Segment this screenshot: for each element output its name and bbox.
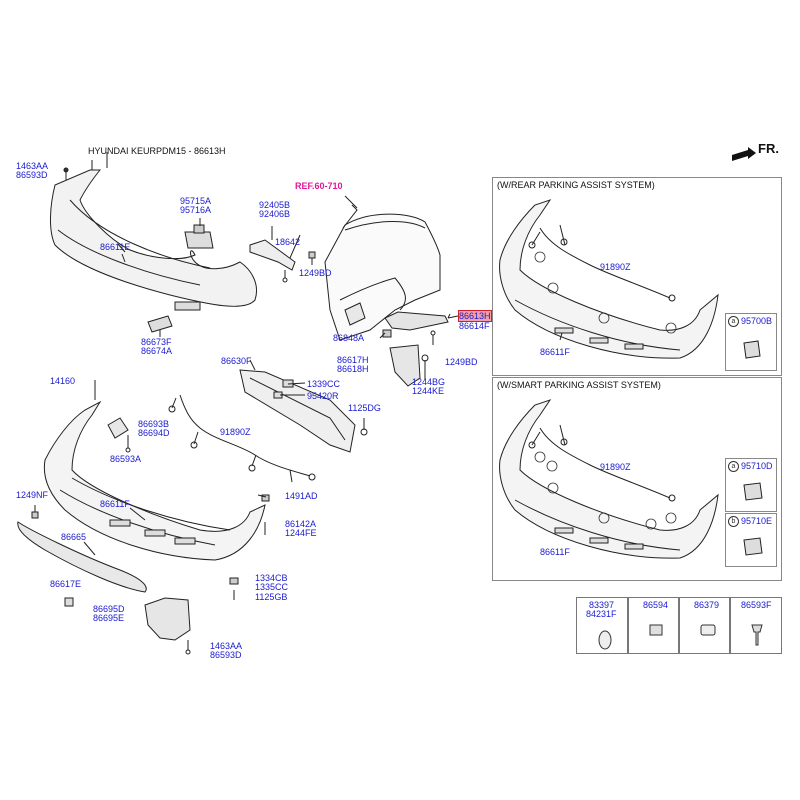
part-label-95420r[interactable]: 95420R — [307, 391, 339, 401]
part-label-86611f[interactable]: 86611F — [100, 499, 130, 509]
legend-part-86593f[interactable]: 86593F — [741, 600, 772, 610]
part-label-86613h-highlighted[interactable]: 86613H — [458, 310, 492, 322]
part-label-1463aa-bottom[interactable]: 1463AA — [210, 641, 243, 651]
front-direction-label: FR. — [758, 141, 779, 156]
part-label-1244ke[interactable]: 1244KE — [412, 386, 445, 396]
panel-rear-bumper-label[interactable]: 86611F — [540, 347, 570, 357]
part-label-92406b[interactable]: 92406B — [259, 209, 291, 219]
part-label-14160[interactable]: 14160 — [50, 376, 76, 386]
part-label-86142a[interactable]: 86142A — [285, 519, 317, 529]
part-label-86593d-bottom[interactable]: 86593D — [210, 650, 242, 660]
part-label-1249bd-a[interactable]: 1249BD — [299, 268, 332, 278]
sensor-marker-b: b — [728, 516, 739, 528]
legend-cell-4 — [729, 597, 782, 654]
harness-91890z — [179, 394, 311, 477]
part-label-86674a[interactable]: 86674A — [141, 346, 173, 356]
panel-smart-sensor-b-part: 95710E — [741, 516, 773, 526]
part-label-1334cb[interactable]: 1334CB — [255, 573, 288, 583]
part-label-1335cc[interactable]: 1335CC — [255, 582, 289, 592]
part-label-1339cc[interactable]: 1339CC — [307, 379, 341, 389]
part-label-86695e[interactable]: 86695E — [93, 613, 125, 623]
part-label-86593d-top[interactable]: 86593D — [16, 170, 48, 180]
panel-smart-parking-title: (W/SMART PARKING ASSIST SYSTEM) — [497, 380, 661, 390]
part-label-1125gb[interactable]: 1125GB — [255, 592, 288, 602]
reflector-86673f — [174, 301, 201, 311]
skid-plate-86665 — [17, 521, 147, 593]
front-arrow-icon — [732, 147, 756, 161]
part-label-86695d[interactable]: 86695D — [93, 604, 125, 614]
part-label-18642[interactable]: 18642 — [275, 237, 301, 247]
bracket-18642 — [249, 239, 296, 271]
panel-rear-sensor-part: 95700B — [741, 316, 773, 326]
part-label-86611e[interactable]: 86611E — [100, 242, 131, 252]
part-label-86665[interactable]: 86665 — [61, 532, 87, 542]
part-label-86630f[interactable]: 86630F — [221, 356, 252, 366]
sensor-marker-a: a — [728, 461, 739, 473]
sensor-marker-a: a — [728, 316, 739, 328]
part-label-86614f[interactable]: 86614F — [459, 321, 490, 331]
panel-rear-sensor-box — [725, 313, 777, 371]
panel-smart-bumper-label[interactable]: 86611F — [540, 547, 570, 557]
part-label-1249bd-b[interactable]: 1249BD — [445, 357, 478, 367]
diagram-header-title: HYUNDAI KEURPDM15 - 86613H — [88, 146, 226, 156]
panel-rear-parking-title: (W/REAR PARKING ASSIST SYSTEM) — [497, 180, 655, 190]
part-label-86617h[interactable]: 86617H — [337, 355, 369, 365]
part-label-1463aa-top[interactable]: 1463AA — [16, 161, 49, 171]
part-label-1491ad[interactable]: 1491AD — [285, 491, 318, 501]
legend-cell-3 — [678, 597, 731, 654]
part-label-86593a[interactable]: 86593A — [110, 454, 142, 464]
part-label-1249nf[interactable]: 1249NF — [16, 490, 49, 500]
legend-part-86594[interactable]: 86594 — [643, 600, 669, 610]
panel-smart-parking-assist — [492, 377, 782, 581]
sensor-95715a — [184, 231, 214, 249]
panel-smart-sensor-a-box — [725, 458, 777, 512]
part-label-86673f[interactable]: 86673F — [141, 337, 172, 347]
legend-cell-2 — [627, 597, 680, 654]
part-label-86617e[interactable]: 86617E — [50, 579, 82, 589]
part-label-92405b[interactable]: 92405B — [259, 200, 291, 210]
bracket-86695d — [144, 597, 191, 641]
panel-smart-sensor-b-box — [725, 513, 777, 567]
bumper-cover-86611e — [50, 169, 257, 307]
bracket-86613h — [384, 311, 449, 331]
bumper-cover-86611f — [43, 400, 266, 561]
part-label-95715a[interactable]: 95715A — [180, 196, 212, 206]
part-label-1244bg[interactable]: 1244BG — [412, 377, 446, 387]
panel-smart-sensor-a-part: 95710D — [741, 461, 773, 471]
part-label-86693b[interactable]: 86693B — [138, 419, 170, 429]
part-label-1125dg[interactable]: 1125DG — [348, 403, 381, 413]
legend-part-83397[interactable]: 83397 — [589, 600, 615, 610]
panel-rear-harness-label[interactable]: 91890Z — [600, 262, 631, 272]
part-label-1244fe[interactable]: 1244FE — [285, 528, 317, 538]
part-label-86694d[interactable]: 86694D — [138, 428, 170, 438]
part-label-86848a[interactable]: 86848A — [333, 333, 365, 343]
legend-part-84231f[interactable]: 84231F — [586, 609, 617, 619]
part-label-95716a[interactable]: 95716A — [180, 205, 212, 215]
bracket-86617h — [389, 344, 421, 387]
legend-part-86379[interactable]: 86379 — [694, 600, 720, 610]
legend-cell-1 — [576, 597, 629, 654]
part-label-86618h[interactable]: 86618H — [337, 364, 369, 374]
reference-label[interactable]: REF.60-710 — [295, 181, 343, 191]
panel-rear-parking-assist — [492, 177, 782, 376]
sensor-markers — [534, 251, 677, 530]
part-label-91890z[interactable]: 91890Z — [220, 427, 251, 437]
panel-smart-harness-label[interactable]: 91890Z — [600, 462, 631, 472]
